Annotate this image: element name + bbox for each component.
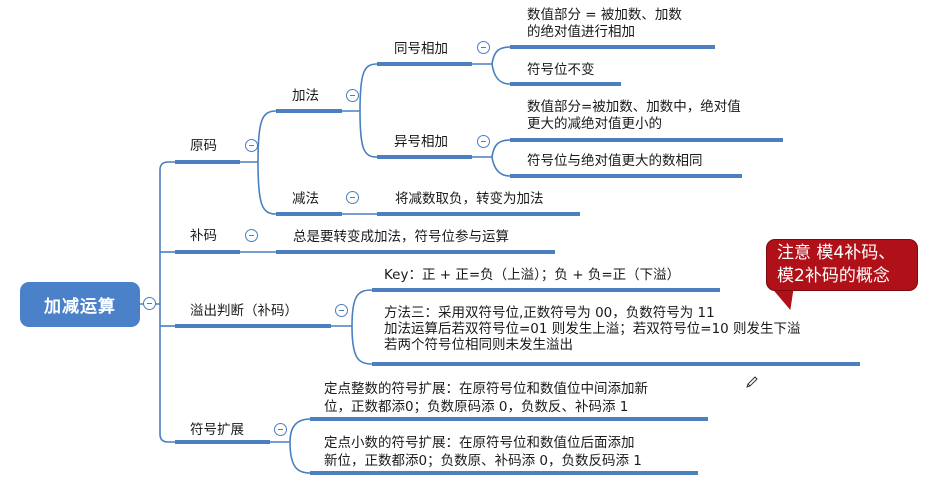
topic-same-sign[interactable]: 同号相加 — [394, 41, 448, 57]
topic-sub[interactable]: 减法 — [292, 191, 319, 207]
topic-yuanma[interactable]: 原码 — [190, 138, 217, 154]
root-topic[interactable]: 加减运算 — [20, 282, 140, 327]
collapse-sub-icon[interactable] — [346, 191, 359, 204]
collapse-add-icon[interactable] — [346, 89, 359, 102]
leaf-overflow-method[interactable]: 方法三：采用双符号位,正数符号为 00，负数符号为 11 加法运算后若双符号位=… — [384, 305, 801, 353]
collapse-same-sign-icon[interactable] — [477, 41, 490, 54]
topic-diff-sign[interactable]: 异号相加 — [394, 134, 448, 150]
root-label: 加减运算 — [44, 297, 116, 317]
leaf-diff-sign-sign[interactable]: 符号位与绝对值更大的数相同 — [527, 153, 703, 169]
topic-sign-ext[interactable]: 符号扩展 — [190, 422, 244, 438]
leaf-sign-ext-int[interactable]: 定点整数的符号扩展：在原符号位和数值位中间添加新 位，正数都添0；负数原码添 0… — [324, 381, 648, 415]
collapse-sign-ext-icon[interactable] — [274, 423, 287, 436]
leaf-buma[interactable]: 总是要转变成加法，符号位参与运算 — [293, 229, 509, 245]
callout-text: 注意 模4补码、 模2补码的概念 — [777, 243, 896, 286]
leaf-sub[interactable]: 将减数取负，转变为加法 — [395, 191, 544, 207]
topic-overflow[interactable]: 溢出判断（补码） — [190, 303, 298, 319]
callout-note[interactable]: 注意 模4补码、 模2补码的概念 — [766, 239, 918, 291]
collapse-diff-sign-icon[interactable] — [477, 135, 490, 148]
topic-add[interactable]: 加法 — [292, 88, 319, 104]
leaf-same-sign-sign[interactable]: 符号位不变 — [527, 62, 595, 78]
leaf-overflow-key[interactable]: Key：正 + 正=负（上溢）；负 + 负=正（下溢） — [384, 267, 681, 283]
collapse-overflow-icon[interactable] — [335, 304, 348, 317]
collapse-buma-icon[interactable] — [245, 229, 258, 242]
pencil-icon[interactable] — [745, 375, 759, 389]
leaf-same-sign-value[interactable]: 数值部分 = 被加数、加数 的绝对值进行相加 — [527, 7, 682, 40]
collapse-yuanma-icon[interactable] — [245, 139, 258, 152]
collapse-root-icon[interactable] — [143, 297, 156, 310]
leaf-sign-ext-frac[interactable]: 定点小数的符号扩展：在原符号位和数值位后面添加 新位，正数都添0；负数原、补码添… — [324, 435, 642, 469]
topic-buma[interactable]: 补码 — [190, 228, 217, 244]
leaf-diff-sign-value[interactable]: 数值部分=被加数、加数中，绝对值 更大的减绝对值更小的 — [527, 99, 741, 132]
